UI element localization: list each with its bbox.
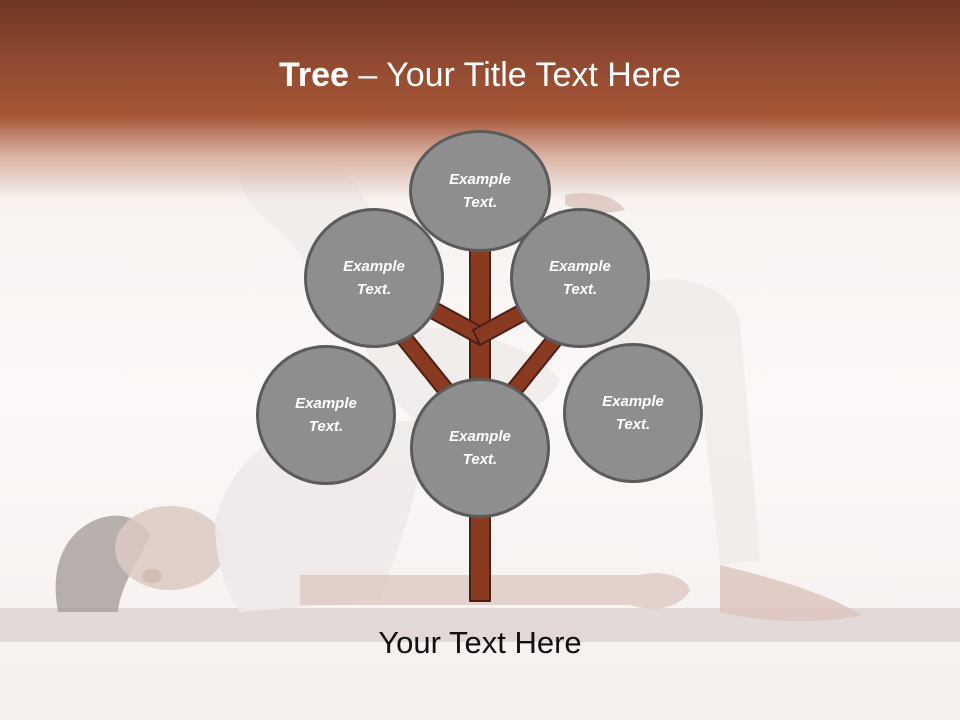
- tree-node-upper-left[interactable]: Example Text.: [304, 208, 444, 348]
- tree-node-lower-right[interactable]: Example Text.: [563, 343, 703, 483]
- title-bold: Tree: [279, 56, 349, 94]
- tree-node-center-label: Example Text.: [449, 428, 511, 468]
- tree-node-lower-left-label: Example Text.: [295, 395, 357, 435]
- person-head: [115, 506, 225, 590]
- tree-node-center[interactable]: Example Text.: [410, 378, 550, 518]
- slide-title[interactable]: Tree – Your Title Text Here: [0, 54, 960, 96]
- footer-text[interactable]: Your Text Here: [378, 625, 582, 660]
- person-ear: [142, 569, 162, 583]
- tree-node-upper-left-label: Example Text.: [343, 258, 405, 298]
- tree-node-top-label: Example Text.: [449, 171, 511, 211]
- title-rest: – Your Title Text Here: [348, 56, 681, 94]
- person-foot: [720, 565, 862, 622]
- tree-node-upper-right-label: Example Text.: [549, 258, 611, 298]
- tree-node-lower-left[interactable]: Example Text.: [256, 345, 396, 485]
- tree-node-lower-right-label: Example Text.: [602, 393, 664, 433]
- tree-node-upper-right[interactable]: Example Text.: [510, 208, 650, 348]
- person-arm: [300, 573, 690, 609]
